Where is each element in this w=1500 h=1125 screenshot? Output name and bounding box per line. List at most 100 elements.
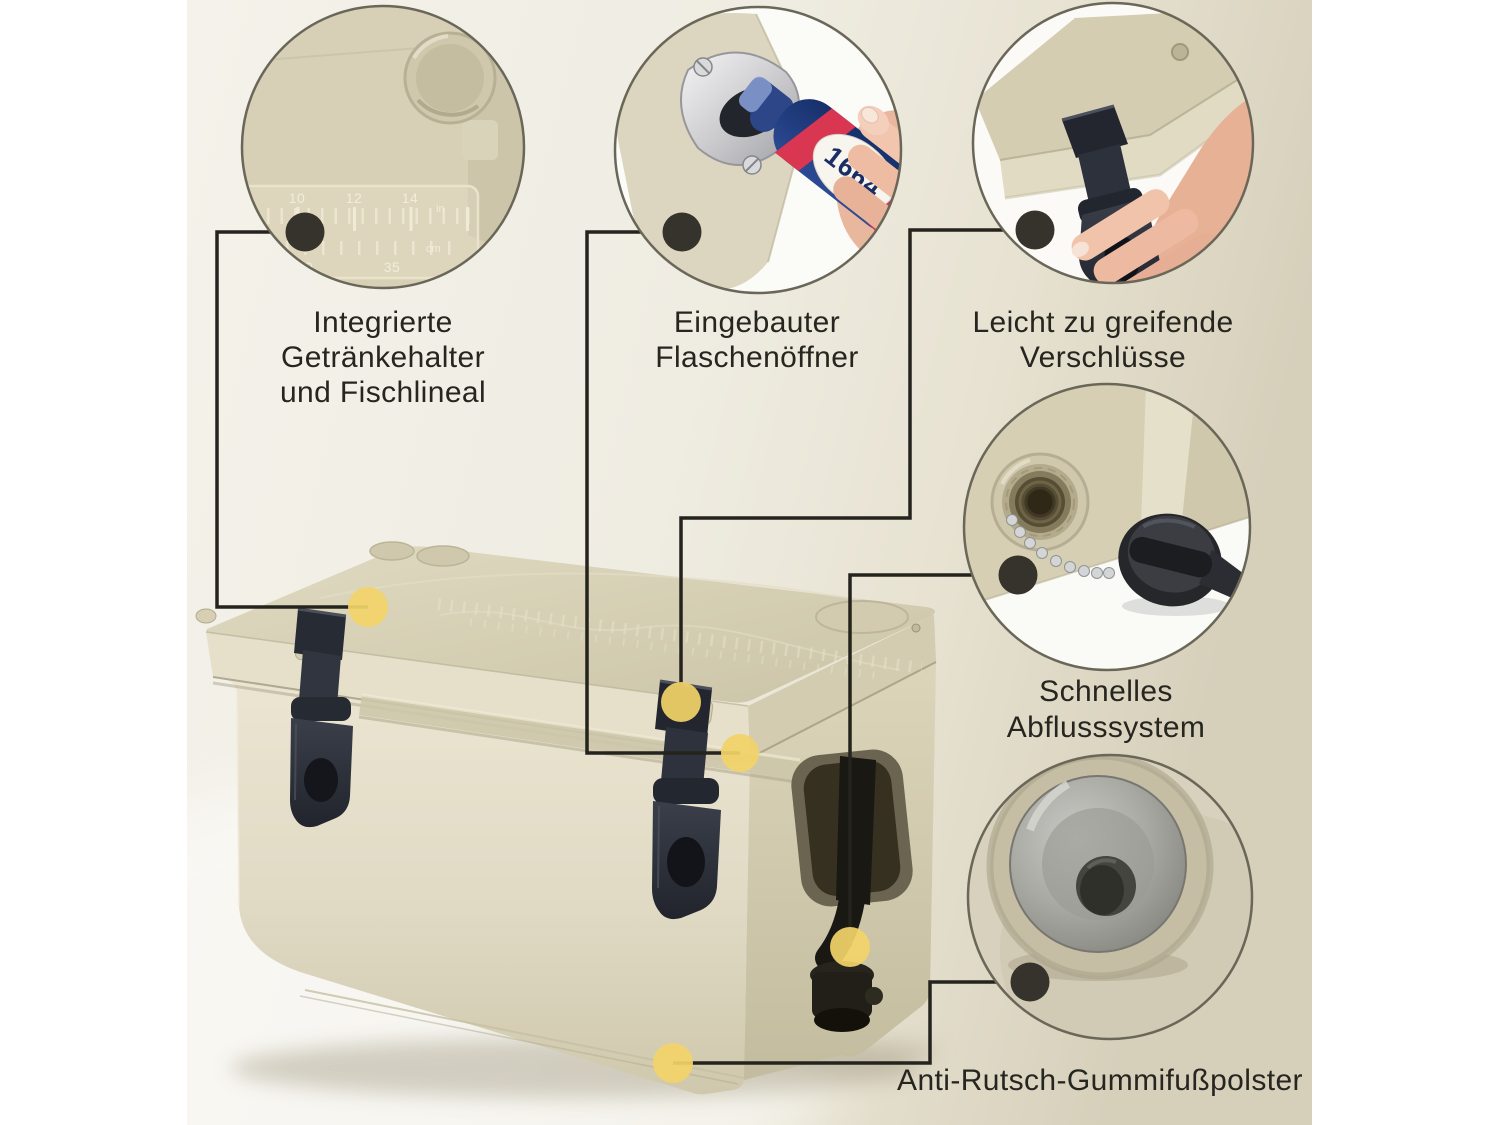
latch-left-hook xyxy=(294,609,346,660)
c3-latch-hook xyxy=(1062,106,1128,158)
detail-circle-opener-photo: 1664 xyxy=(615,7,901,293)
callout-target-dots xyxy=(348,587,870,1083)
latch-left-plate-highlight xyxy=(294,723,297,801)
chain-bead xyxy=(1103,567,1115,579)
c4-drain-thread-outer xyxy=(1005,467,1075,537)
c3-lid-seam xyxy=(999,69,1253,161)
label-cupholder-line2: Getränkehalter xyxy=(281,341,485,374)
label-latch-line1: Leicht zu greifende xyxy=(972,306,1233,339)
detail-circle-drain-photo xyxy=(964,384,1250,670)
circle-border-opener xyxy=(613,5,903,295)
c3-lid-front-band xyxy=(1000,70,1253,198)
c3-finger-2 xyxy=(1093,208,1199,283)
c4-wall-corner-highlight xyxy=(1140,384,1196,553)
c2-bottle: 1664 xyxy=(738,76,901,253)
c2-bottle-red-stripe-left xyxy=(774,108,856,171)
drain-spout-bottom xyxy=(814,1008,870,1032)
source-dot-opener xyxy=(662,212,702,252)
latch-right-plate-highlight xyxy=(657,805,660,889)
plug-highlight xyxy=(1142,518,1196,529)
ruler-unit-cm: cm xyxy=(426,243,441,255)
side-handle xyxy=(791,749,913,1032)
ruler-mark-14: 14 xyxy=(402,190,419,206)
latch-right-hinge xyxy=(653,778,719,804)
lid-cupholder-recess-2 xyxy=(416,545,470,567)
latch-left-strap xyxy=(299,650,341,706)
chain-bead xyxy=(1064,561,1076,573)
source-dot-latch xyxy=(1015,210,1055,250)
latch-left-hinge xyxy=(291,697,351,721)
cooler-product-photo xyxy=(195,541,940,1098)
cooler-lid-front-band xyxy=(206,632,750,758)
c4-drain-hole xyxy=(1024,486,1056,518)
body-left-edge-highlight xyxy=(236,691,240,907)
c2-finger-3 xyxy=(833,176,901,253)
chain-bead xyxy=(1091,567,1103,579)
target-dot-opener xyxy=(721,734,759,772)
lid-ruler-squiggle xyxy=(439,610,901,671)
ruler-unit-in: in xyxy=(436,203,445,215)
ruler-mark-12: 12 xyxy=(346,190,363,206)
c4-drain-highlight xyxy=(1000,458,1031,485)
c1-cupholder-highlight xyxy=(412,34,449,60)
plug-t-bar xyxy=(1129,536,1213,578)
handle-groove-shadow xyxy=(358,715,798,784)
latch-right-hole xyxy=(667,837,705,887)
circle-border-cupholder xyxy=(240,4,526,290)
c2-screw-slot-top xyxy=(696,60,710,74)
c1-cupholder-inner xyxy=(416,44,484,112)
label-cupholder-line1: Integrierte xyxy=(313,306,452,339)
drain-spout-knob xyxy=(865,987,883,1005)
circle-border-foot xyxy=(966,753,1254,1041)
cooler-lid-side-band xyxy=(748,615,936,758)
label-opener-line2: Flaschenöffner xyxy=(655,341,859,374)
c3-finger-1 xyxy=(1071,189,1170,261)
handle-strap xyxy=(836,756,876,905)
source-dot-cupholder xyxy=(285,212,325,252)
c3-latch-hook-highlight xyxy=(1061,104,1115,122)
chain-bead xyxy=(1036,547,1048,559)
lid-rivet xyxy=(911,623,921,633)
c5-foot-highlight xyxy=(1026,780,1071,832)
lid-cupholder-recess-1 xyxy=(369,541,415,561)
c5-foot-hole-depth xyxy=(1080,865,1124,915)
chain-bead xyxy=(1050,555,1062,567)
c2-screw-slot-bottom xyxy=(745,158,759,172)
label-feet-line1: Anti-Rutsch-Gummifußpolster xyxy=(897,1064,1303,1097)
callout-source-dots xyxy=(285,210,1055,1002)
latch-right-strap xyxy=(661,727,708,787)
callout-lines xyxy=(215,228,1035,1065)
c4-drain-thread-inner xyxy=(1018,480,1062,524)
c1-latch-notch xyxy=(462,120,498,160)
label-drain-line1: Schnelles xyxy=(1039,675,1173,708)
drain-spout-body xyxy=(812,972,872,1018)
c1-cupholder-shadow xyxy=(416,98,480,117)
ruler-mark-35: 35 xyxy=(384,259,401,275)
target-dot-cupholder xyxy=(348,587,388,627)
label-drain-line2: Abflusssystem xyxy=(1007,711,1206,744)
c2-finger-2 xyxy=(847,144,901,223)
c3-finger-nail xyxy=(1071,241,1089,257)
circle-border-drain xyxy=(962,382,1252,672)
latch-left-hole xyxy=(304,758,338,802)
chain-bead xyxy=(1006,514,1018,526)
label-cupholder-line3: und Fischlineal xyxy=(280,376,486,409)
c2-thumb-nail xyxy=(861,106,879,124)
callout-line-opener xyxy=(585,230,740,755)
latch-left-hook-highlight xyxy=(297,607,347,618)
target-dot-latch xyxy=(661,682,701,722)
ruler-mark-10: 10 xyxy=(289,190,306,206)
target-dot-feet xyxy=(653,1043,693,1083)
label-latch-line2: Verschlüsse xyxy=(1020,341,1186,374)
chain-bead xyxy=(1078,565,1090,577)
detail-circle-borders xyxy=(240,1,1255,1041)
source-dot-feet xyxy=(1010,962,1050,1002)
circle-border-latch xyxy=(971,1,1255,285)
feature-labels: Integrierte Getränkehalter und Fischline… xyxy=(280,306,1303,1097)
c3-screw-hole xyxy=(1171,43,1189,61)
latch-left xyxy=(290,607,353,828)
lid-cupholder-recess-3 xyxy=(815,600,909,634)
lid-hinge-nub xyxy=(195,608,217,624)
